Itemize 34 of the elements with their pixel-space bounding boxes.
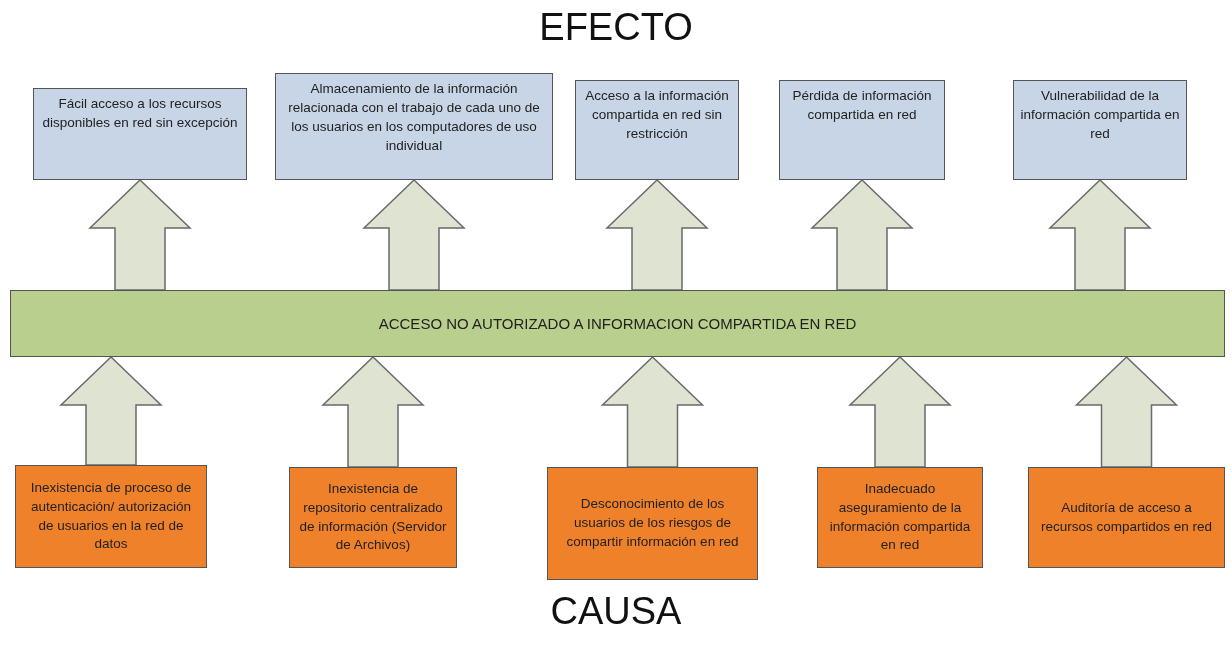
block-arrow xyxy=(1048,178,1152,291)
block-arrow xyxy=(600,355,705,468)
block-arrow xyxy=(321,355,425,468)
block-arrow xyxy=(88,178,192,291)
box-text: Fácil acceso a los recursos disponibles en red sin excepción xyxy=(41,95,239,132)
cause-box xyxy=(1028,467,1225,568)
cause-box xyxy=(15,465,207,568)
effect-box xyxy=(33,88,247,180)
box-text: Desconocimiento de los usuarios de los riesgos de compartir información en red xyxy=(565,495,740,551)
effect-box xyxy=(575,80,739,180)
box-text: Inexistencia de repositorio centralizado de información (Servidor de Archivos) xyxy=(298,479,448,555)
caption: CAUSA xyxy=(549,590,683,633)
box-text: Almacenamiento de la información relacionada con el trabajo de cada uno de los usuarios en los computadores de uso individual xyxy=(287,80,541,155)
box-text: Vulnerabilidad de la información compartida en red xyxy=(1020,87,1180,143)
block-arrow xyxy=(59,355,163,466)
effect-box xyxy=(1013,80,1187,180)
box-text: Pérdida de información compartida en red xyxy=(791,87,933,124)
block-arrow xyxy=(362,178,466,291)
block-arrow xyxy=(605,178,709,291)
block-arrow xyxy=(1074,355,1179,468)
box-text: Acceso a la información compartida en red sin restricción xyxy=(584,87,730,143)
problem-bar xyxy=(10,290,1225,357)
block-arrow xyxy=(848,355,952,468)
box-text: Inexistencia de proceso de autenticación/ autorización de usuarios en la red de datos xyxy=(29,478,193,554)
cause-box xyxy=(547,467,758,580)
title: EFECTO xyxy=(538,6,694,49)
box-text: Inadecuado aseguramiento de la información compartida en red xyxy=(828,479,972,555)
effect-box xyxy=(779,80,945,180)
box-text: ACCESO NO AUTORIZADO A INFORMACION COMPARTIDA EN RED xyxy=(378,314,857,334)
block-arrow xyxy=(810,178,914,291)
cause-box xyxy=(817,467,983,568)
cause-box xyxy=(289,467,457,568)
box-text: Auditoría de acceso a recursos compartidos en red xyxy=(1039,498,1214,536)
effect-box xyxy=(275,73,553,180)
